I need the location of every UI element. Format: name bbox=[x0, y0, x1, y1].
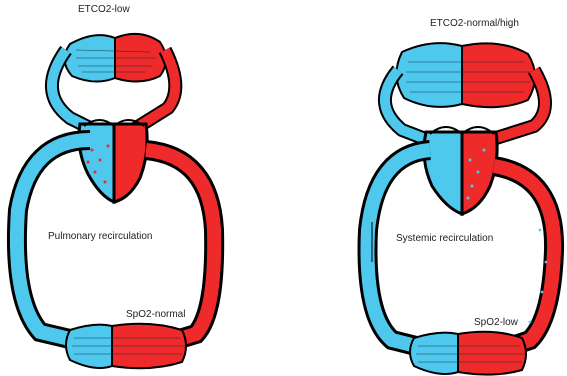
right-panel bbox=[368, 43, 555, 374]
left-center-label: Pulmonary recirculation bbox=[48, 231, 153, 242]
left-systemic-bed bbox=[66, 324, 186, 369]
left-bottom-label: SpO2-normal bbox=[126, 309, 185, 320]
left-top-label: ETCO2-low bbox=[78, 4, 130, 15]
right-center-label: Systemic recirculation bbox=[396, 233, 493, 244]
right-lung-bed bbox=[396, 43, 535, 107]
left-lung-bed bbox=[64, 34, 166, 82]
right-systemic-bed bbox=[410, 332, 526, 375]
right-top-label: ETCO2-normal/high bbox=[430, 18, 519, 29]
right-heart bbox=[424, 127, 497, 214]
right-bottom-label: SpO2-low bbox=[474, 317, 518, 328]
